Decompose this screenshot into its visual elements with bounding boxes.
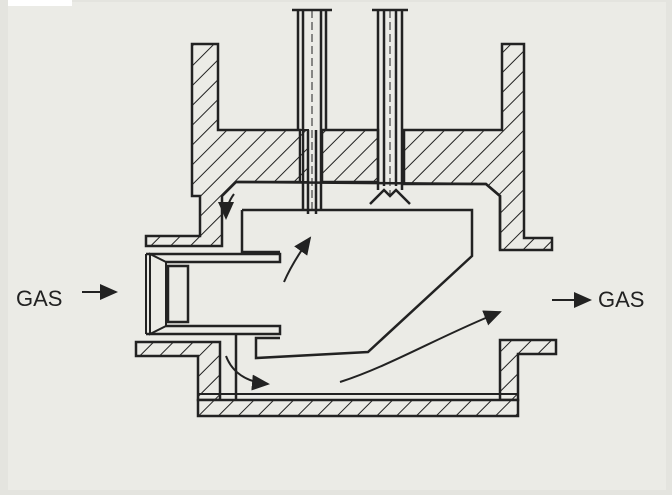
flow-arrows [82, 193, 592, 391]
left-tube [292, 8, 332, 214]
lid-center [320, 128, 380, 184]
inlet-nozzle [149, 252, 167, 336]
right-tube [369, 8, 411, 205]
right-lower-wall [498, 338, 558, 402]
lid-right [402, 42, 554, 252]
outlet-gas-label: GAS [598, 287, 645, 312]
inner-top-chamber [235, 180, 502, 250]
inlet-plug [166, 264, 190, 324]
left-lower-wall [134, 340, 222, 402]
left-outer-wall [144, 42, 302, 248]
baffle-body [240, 208, 474, 360]
inlet-pipe-lower [146, 324, 282, 336]
inlet-pipe-upper [146, 252, 282, 264]
corner-marker [8, 0, 72, 6]
bottom-plate [196, 398, 520, 418]
inlet-gas-label: GAS [16, 286, 63, 311]
